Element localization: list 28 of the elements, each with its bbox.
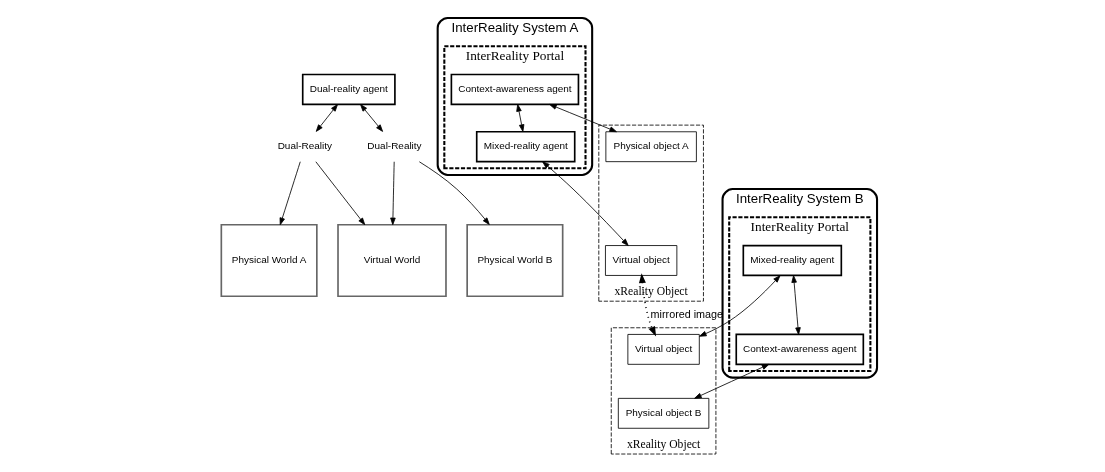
arrow [791,275,801,335]
node-box: Virtual object [627,334,700,365]
arrow [549,104,617,133]
node-box: Physical World A [220,223,318,298]
arrow [638,273,657,337]
arrow [279,161,301,226]
arrow [390,161,396,226]
node-box: Context-awareness agent [450,73,580,106]
arrow [694,363,770,399]
node-text: Dual-Reality [367,140,422,152]
node-box: Dual-reality agent [301,73,396,106]
node-box: Mixed-reality agent [475,130,576,163]
arrow [699,275,781,337]
edge-label: mirrored image [650,308,724,321]
arrow [542,161,629,246]
node-text: Dual-Reality [277,140,332,152]
arrow [315,104,338,132]
arrow [315,161,366,226]
node-box: Context-awareness agent [735,333,865,366]
arrow [360,104,383,132]
node-box: Mixed-reality agent [742,244,843,277]
node-box: Virtual object [605,245,678,276]
node-box: Physical World B [466,223,564,298]
arrow [516,104,525,132]
node-box: Physical object A [605,131,697,163]
node-box: Virtual World [337,223,447,298]
node-box: Physical object B [617,397,710,429]
arrow [418,161,490,225]
